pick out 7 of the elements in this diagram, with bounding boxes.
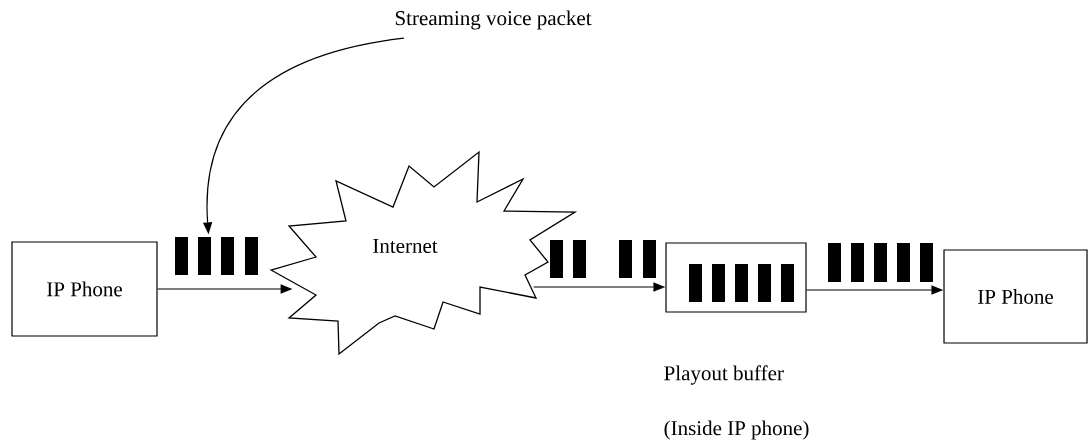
caption-text: (Inside IP phone)	[664, 420, 809, 440]
buffer-box	[665, 242, 807, 313]
phone-box: IP Phone	[943, 249, 1088, 344]
packet	[198, 237, 211, 275]
phone-box: IP Phone	[11, 241, 158, 337]
caption-text: Playout buffer	[664, 365, 784, 385]
callout-text: Streaming voice packet	[395, 10, 592, 30]
